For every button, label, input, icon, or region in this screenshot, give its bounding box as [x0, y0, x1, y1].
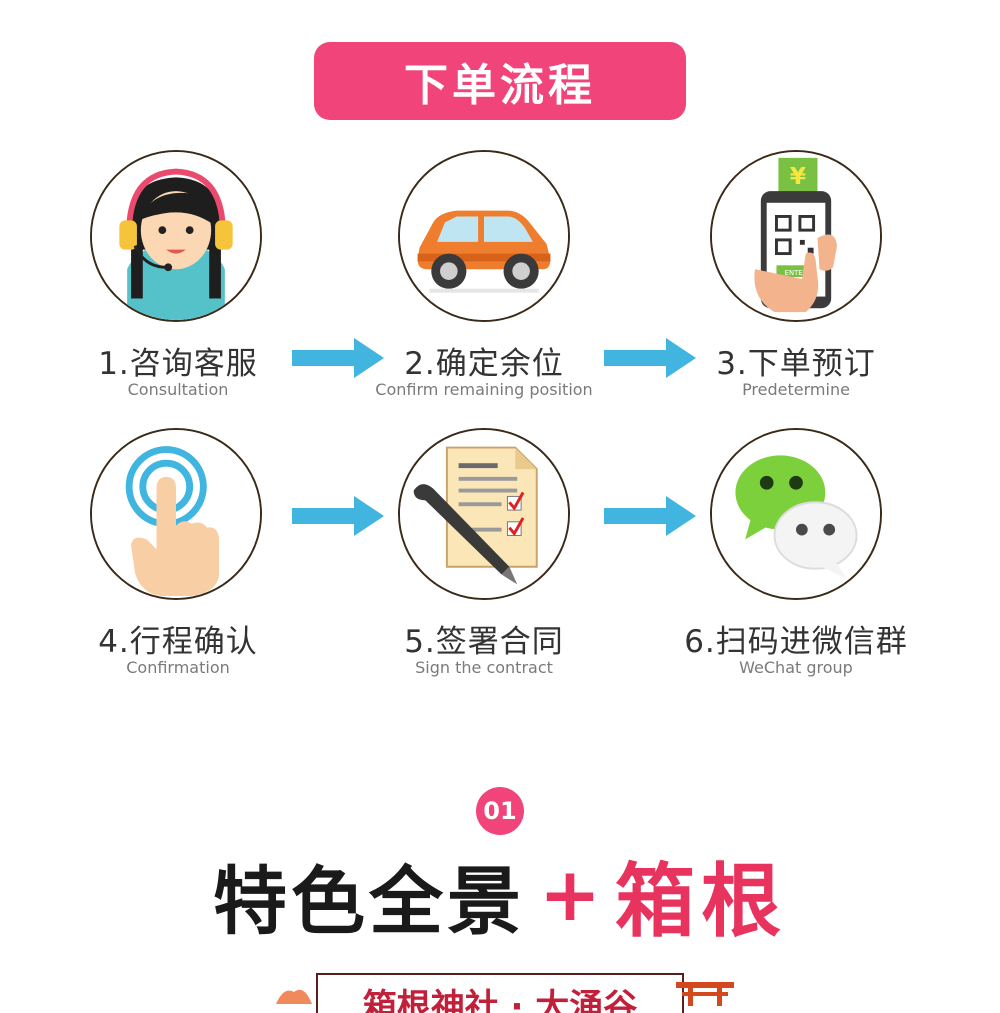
- order-process-title: 下单流程: [404, 60, 596, 111]
- svg-text:ENTER: ENTER: [785, 269, 808, 277]
- svg-text:¥: ¥: [790, 162, 807, 190]
- torii-gate-icon: [676, 982, 734, 1006]
- tap-finger-icon: [90, 428, 262, 600]
- step-3-title: 3.下单预订: [716, 346, 876, 382]
- step-2-subtitle: Confirm remaining position: [375, 380, 593, 399]
- step-4-subtitle: Confirmation: [126, 658, 230, 677]
- step-5-title: 5.签署合同: [404, 624, 564, 660]
- car-icon: [398, 150, 570, 322]
- feature-title-plus: +: [538, 852, 601, 938]
- feature-subtitle: 箱根神社 · 大涌谷: [362, 987, 638, 1013]
- step-3-subtitle: Predetermine: [742, 380, 850, 399]
- step-2-title: 2.确定余位: [404, 346, 564, 382]
- arrow-right-icon: [292, 338, 384, 378]
- customer-service-icon: [90, 150, 262, 322]
- feature-title-pink: 箱根: [615, 854, 787, 948]
- contract-pen-icon: [398, 428, 570, 600]
- feature-title: 特色全景 + 箱根: [180, 840, 820, 950]
- step-5-subtitle: Sign the contract: [415, 658, 553, 677]
- feature-title-dark: 特色全景: [212, 858, 525, 945]
- order-process-banner: 下单流程: [314, 42, 686, 120]
- wechat-icon: [710, 428, 882, 600]
- feature-number-badge: 01: [476, 787, 524, 835]
- feature-subtitle-box: 箱根神社 · 大涌谷: [316, 973, 684, 1013]
- step-4-title: 4.行程确认: [98, 624, 258, 660]
- arrow-right-icon: [604, 496, 696, 536]
- mobile-payment-icon: ¥ ENTER: [710, 150, 882, 322]
- arrow-right-icon: [292, 496, 384, 536]
- step-6-title: 6.扫码进微信群: [684, 624, 908, 660]
- arrow-right-icon: [604, 338, 696, 378]
- step-6-subtitle: WeChat group: [739, 658, 853, 677]
- step-1-title: 1.咨询客服: [98, 346, 258, 382]
- decorative-wave-icon: [276, 989, 312, 1004]
- step-1-subtitle: Consultation: [127, 380, 229, 399]
